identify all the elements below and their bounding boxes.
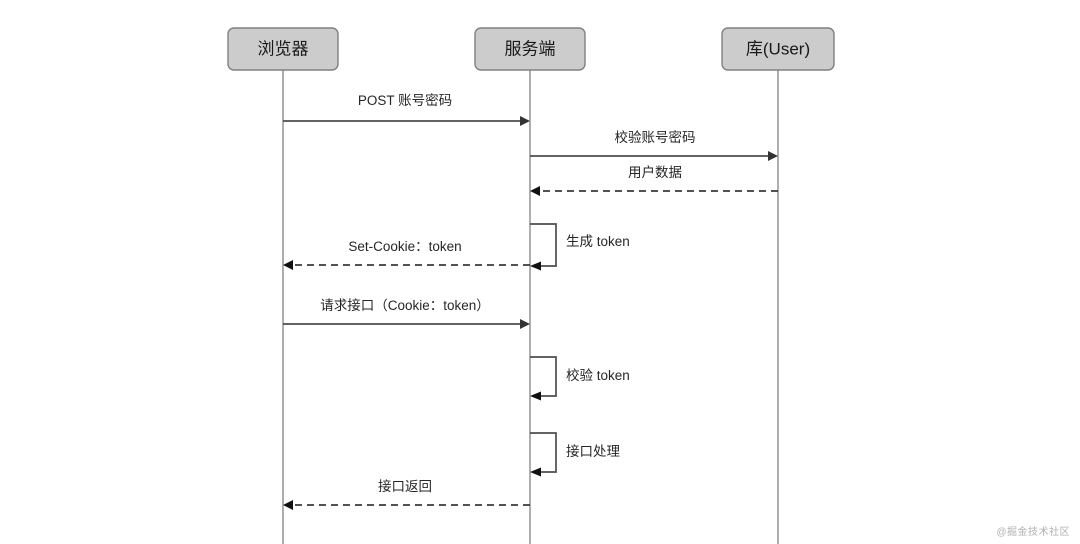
arrowhead-icon: [520, 319, 530, 329]
message-m8: 接口处理: [530, 432, 620, 477]
message-m9: 接口返回: [283, 478, 530, 510]
message-label: 校验 token: [566, 367, 630, 383]
arrowhead-icon: [520, 116, 530, 126]
message-m3: 用户数据: [530, 164, 778, 196]
arrowhead-icon: [530, 186, 540, 196]
arrowhead-icon: [768, 151, 778, 161]
arrowhead-icon: [283, 500, 293, 510]
message-m2: 校验账号密码: [530, 129, 778, 161]
message-label: 接口返回: [378, 478, 432, 494]
actor-label-server: 服务端: [505, 39, 556, 58]
message-m7: 校验 token: [530, 356, 630, 401]
message-label: 校验账号密码: [615, 129, 696, 145]
actor-db[interactable]: 库(User): [721, 27, 835, 71]
message-m1: POST 账号密码: [283, 92, 530, 126]
message-label: 生成 token: [566, 234, 630, 249]
actor-box-db: [721, 27, 835, 71]
message-label: POST 账号密码: [358, 92, 452, 108]
message-label: Set-Cookie：token: [348, 239, 461, 254]
self-call-bracket: [530, 223, 557, 267]
arrowhead-icon: [530, 391, 541, 401]
arrowhead-icon: [530, 467, 541, 477]
actors-layer: 浏览器 服务端 库(User): [227, 27, 835, 71]
actor-label-browser: 浏览器: [258, 39, 309, 58]
message-label: 用户数据: [628, 164, 682, 180]
actor-server[interactable]: 服务端: [474, 27, 586, 71]
arrowhead-icon: [530, 261, 541, 271]
actor-box-server: [474, 27, 586, 71]
watermark-label: @掘金技术社区: [996, 527, 1070, 538]
self-call-bracket: [530, 356, 557, 397]
lifelines-layer: [282, 70, 779, 544]
actor-label-db: 库(User): [746, 39, 810, 58]
self-call-bracket: [530, 432, 557, 473]
message-label: 接口处理: [566, 443, 620, 459]
message-label: 请求接口（Cookie：token）: [320, 297, 490, 313]
message-m6: 请求接口（Cookie：token）: [283, 297, 530, 329]
message-m4: 生成 token: [530, 223, 630, 271]
actor-box-browser: [227, 27, 339, 71]
actor-browser[interactable]: 浏览器: [227, 27, 339, 71]
arrowhead-icon: [283, 260, 293, 270]
message-m5: Set-Cookie：token: [283, 239, 530, 270]
